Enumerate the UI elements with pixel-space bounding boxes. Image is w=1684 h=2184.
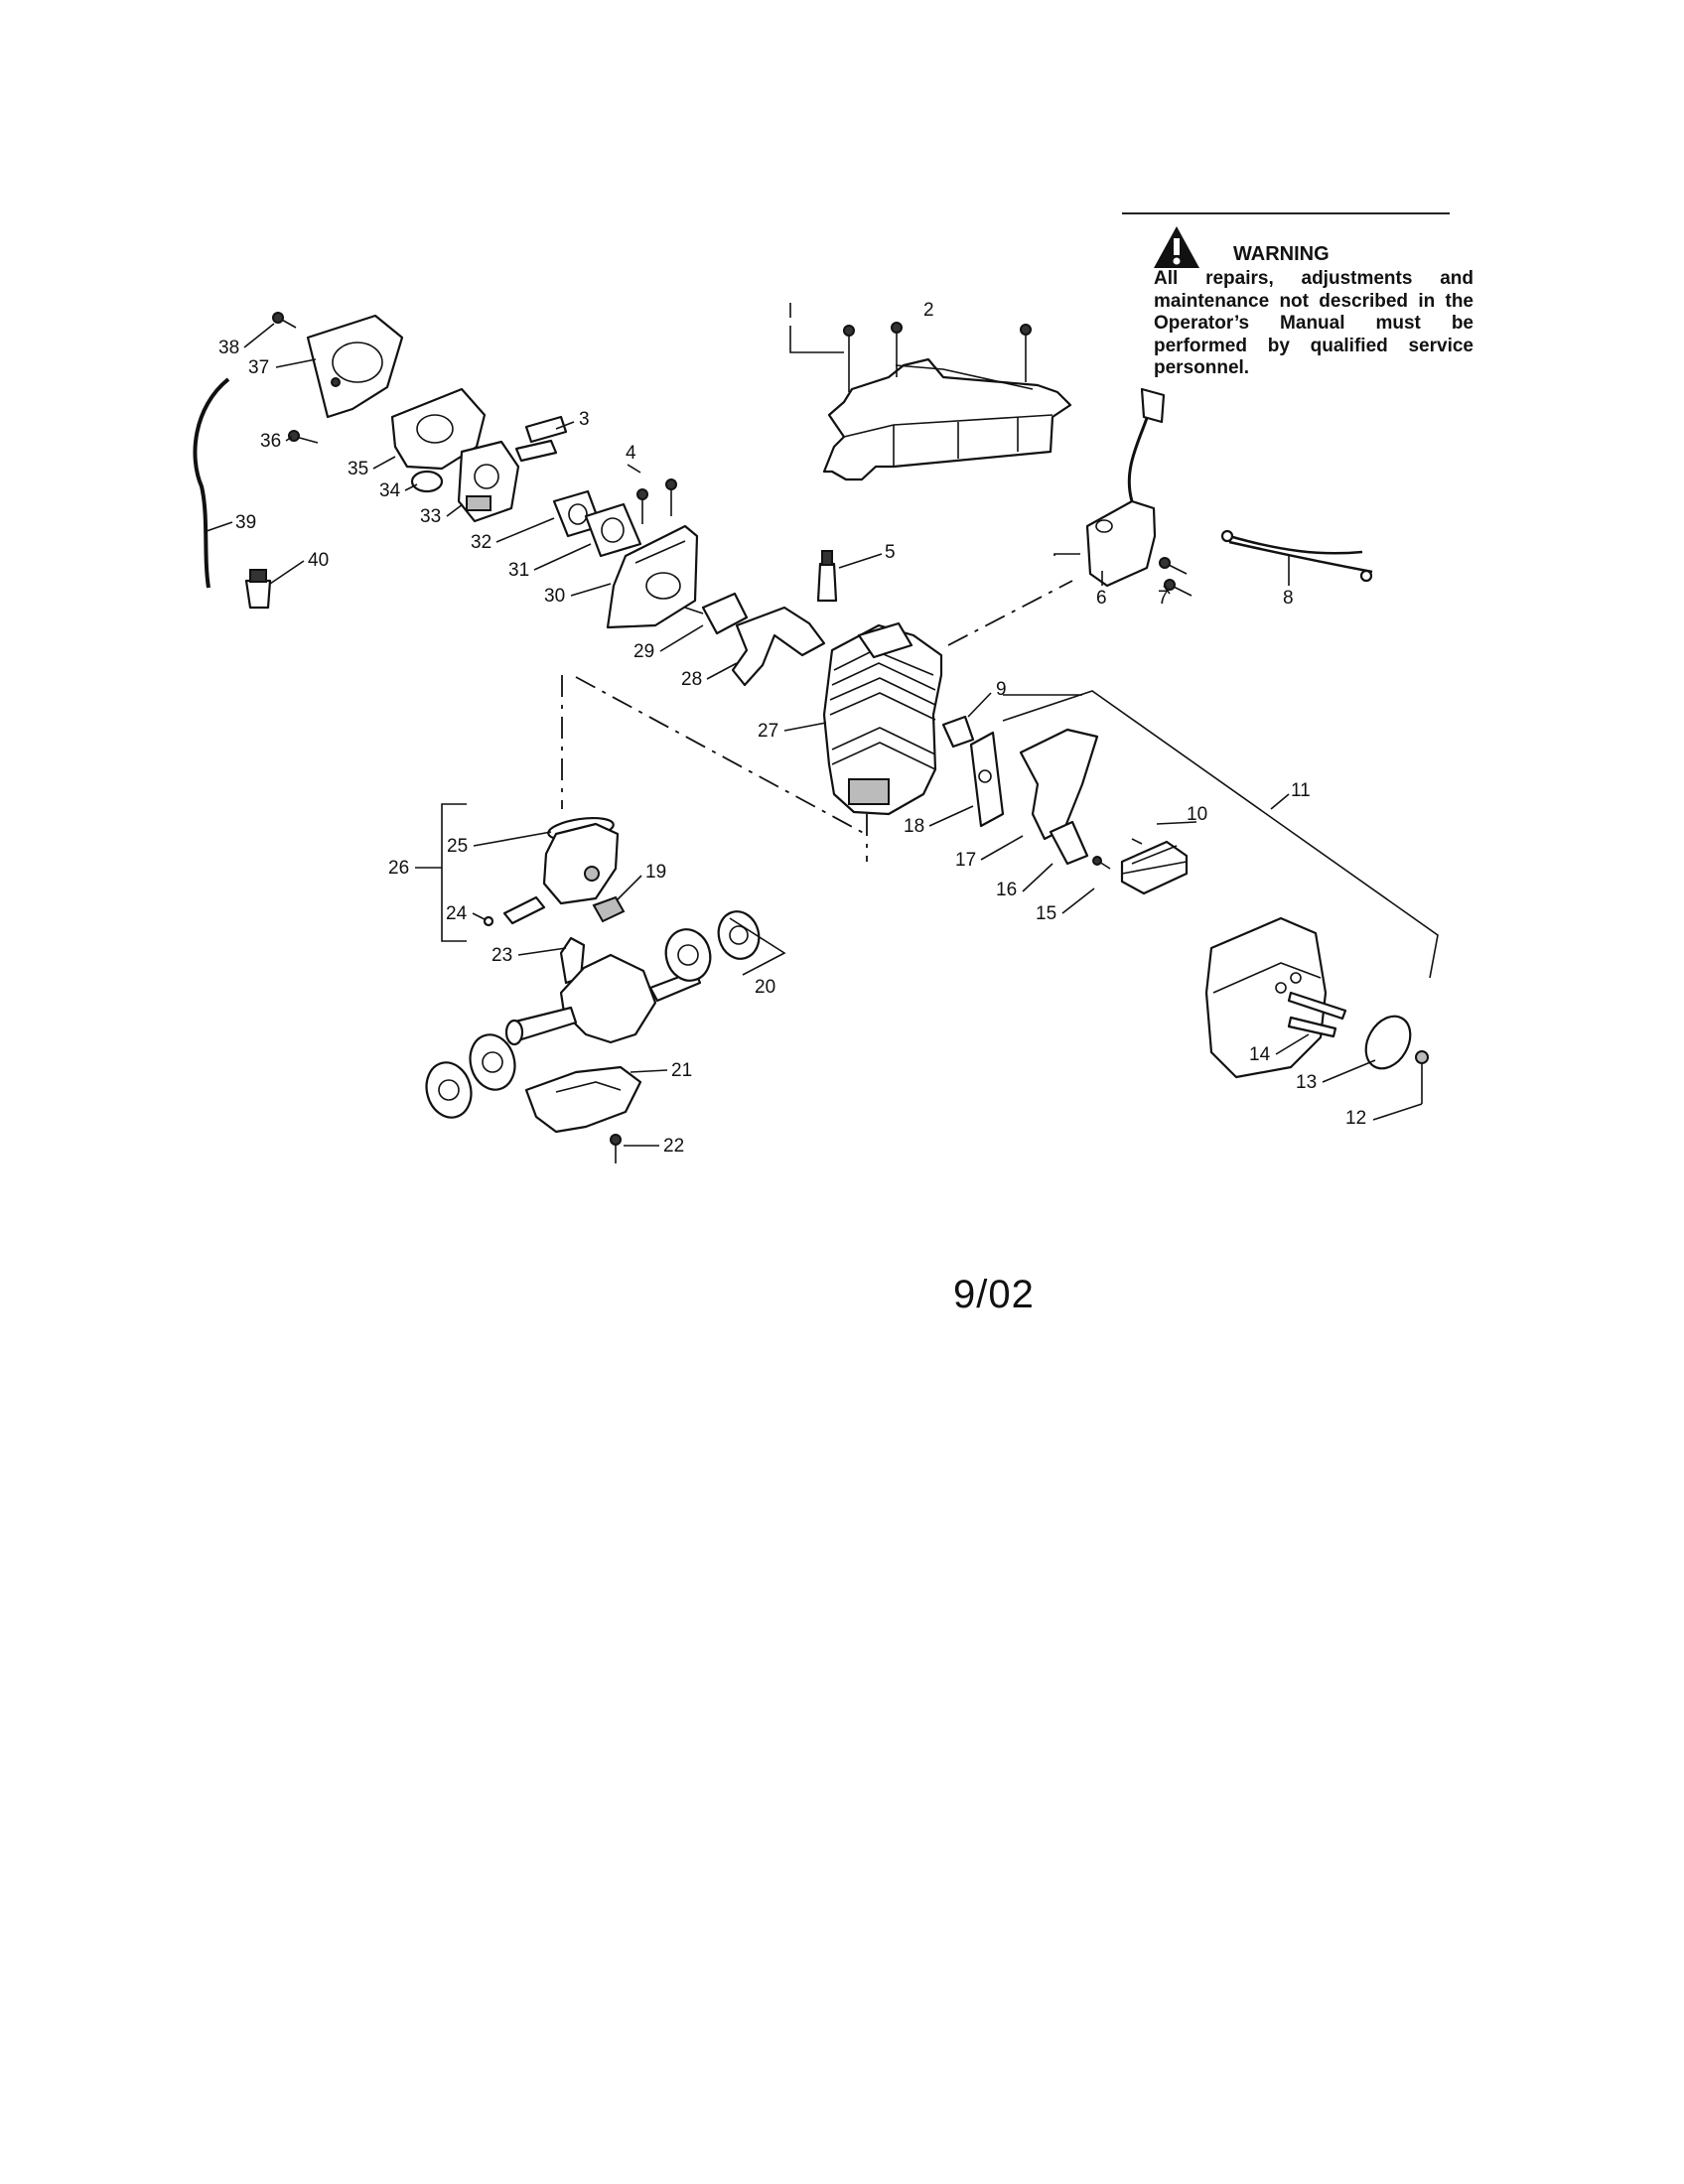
callout-5: 5: [885, 542, 896, 563]
muffler-cover-plate-13: [1364, 1015, 1412, 1070]
assembly-alignment-lines: [561, 580, 1073, 862]
muffler-nut-12: [1415, 1050, 1429, 1064]
ground-wire-8: [1220, 529, 1373, 583]
callout-37: 37: [248, 357, 269, 378]
ignition-screws-7: [1159, 557, 1193, 597]
callout-16: 16: [996, 880, 1017, 900]
date-code: 9/02: [953, 1273, 1035, 1316]
callout-6: 6: [1096, 588, 1107, 609]
callout-27: 27: [758, 721, 778, 742]
fuel-line-39: [193, 377, 230, 589]
callouts: 2 3 4 5 6 7 8 9 10 11 12 13 14 15 16 17 …: [206, 300, 1423, 1157]
callout-7: 7: [1158, 588, 1169, 609]
filter-screw-38: [272, 312, 297, 329]
crankcase-cover-21: [524, 1065, 642, 1134]
callout-12: 12: [1345, 1108, 1366, 1129]
choke-part-34: [410, 470, 444, 493]
callout-19: 19: [645, 862, 666, 883]
muffler: [1204, 916, 1328, 1079]
callout-30: 30: [544, 586, 565, 607]
callout-2: 2: [923, 300, 934, 321]
ignition-module: [1085, 387, 1166, 588]
callout-39: 39: [235, 512, 256, 533]
piston-pin-24: [483, 895, 546, 927]
crank-bearings-left: [425, 1033, 516, 1119]
callout-3: 3: [579, 409, 590, 430]
callout-8: 8: [1283, 588, 1294, 609]
heat-shield-9: [941, 715, 975, 749]
warning-text: All repairs, adjustments and maintenance…: [1154, 268, 1474, 378]
callout-9: 9: [996, 679, 1007, 700]
callout-24: 24: [446, 903, 468, 924]
air-filter-cover: [306, 314, 404, 419]
muffler-baffle-17: [1019, 728, 1099, 841]
needle-bearing-19: [592, 895, 626, 923]
group-brackets: [441, 553, 1439, 1104]
piston: [542, 822, 620, 905]
intake-gasket-31: [584, 502, 642, 558]
callout-20: 20: [755, 977, 775, 998]
callout-17: 17: [955, 850, 976, 871]
fuel-filter-40: [244, 569, 272, 610]
callout-21: 21: [671, 1060, 692, 1081]
callout-31: 31: [508, 560, 529, 581]
callout-25: 25: [447, 836, 468, 857]
callout-34: 34: [379, 480, 401, 501]
muffler-bolts-14: [1287, 991, 1347, 1038]
carb-adapter-30: [606, 524, 699, 629]
callout-38: 38: [218, 338, 239, 358]
air-filter: [390, 387, 487, 471]
callout-14: 14: [1249, 1044, 1271, 1065]
spark-screen-10: [1120, 838, 1189, 895]
callout-23: 23: [491, 945, 512, 966]
warning-title: WARNING: [1233, 243, 1330, 265]
callout-15: 15: [1036, 903, 1056, 924]
muffler-gasket-18: [969, 731, 1005, 828]
callout-10: 10: [1187, 804, 1207, 825]
engine-cover: [822, 357, 1072, 481]
adapter-screws-4: [627, 464, 677, 524]
crankcase-screw-22: [610, 1134, 622, 1163]
cylinder: [822, 621, 943, 816]
muffler-screw-15: [1092, 856, 1111, 870]
fuel-line-fitting-3: [514, 415, 568, 463]
filter-screw-36: [288, 430, 319, 444]
warning-header: WARNING: [1152, 224, 1489, 270]
warning-rule: [1122, 212, 1450, 214]
callout-36: 36: [260, 431, 281, 452]
callout-35: 35: [348, 459, 368, 479]
warning-triangle-icon: [1154, 226, 1199, 268]
spark-plug-boot-29: [684, 592, 749, 635]
main-bearings-20: [664, 910, 761, 982]
callout-28: 28: [681, 669, 702, 690]
callout-32: 32: [471, 532, 491, 553]
callout-13: 13: [1296, 1072, 1317, 1093]
cover-screw-set: [789, 303, 1032, 392]
callout-22: 22: [663, 1136, 684, 1157]
callout-11: 11: [1291, 780, 1311, 801]
impulse-hose-28: [731, 606, 826, 687]
callout-26: 26: [388, 858, 409, 879]
callout-33: 33: [420, 506, 441, 527]
carburetor: [457, 440, 520, 523]
callout-40: 40: [308, 550, 329, 571]
callout-4: 4: [626, 443, 636, 464]
exhaust-plate-16: [1049, 820, 1089, 866]
spark-plug: [816, 550, 838, 603]
callout-18: 18: [904, 816, 924, 837]
callout-29: 29: [633, 641, 654, 662]
